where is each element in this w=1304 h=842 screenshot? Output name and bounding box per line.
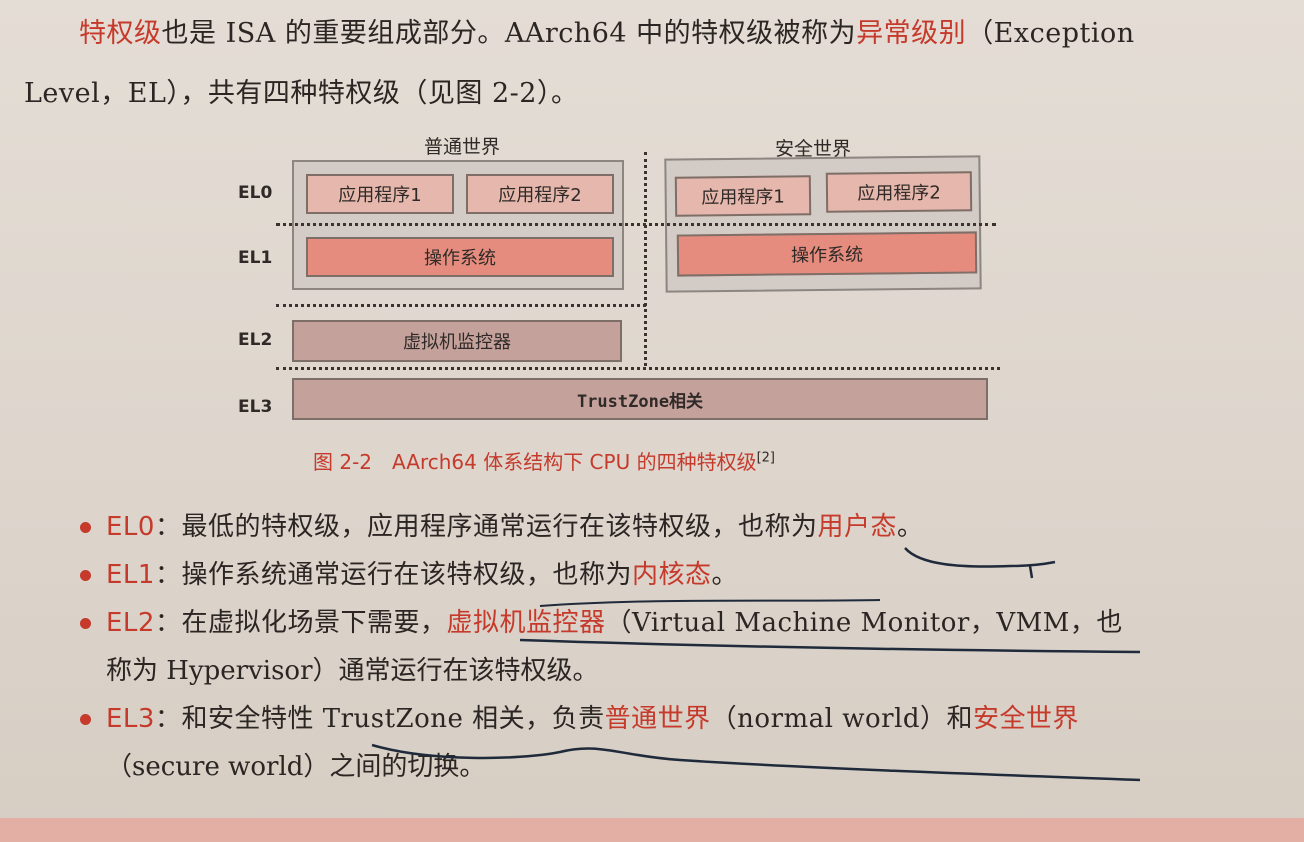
trustzone-box: TrustZone相关 bbox=[292, 378, 988, 420]
el1-el2-separator bbox=[276, 304, 646, 307]
term-kernel-mode: 内核态 bbox=[631, 560, 712, 590]
el2-label: EL2 bbox=[238, 330, 273, 350]
intro-text-2: （Exception bbox=[966, 18, 1135, 49]
list-item-el1: EL1：操作系统通常运行在该特权级，也称为内核态。 bbox=[80, 551, 1280, 599]
term-hypervisor: 虚拟机监控器 bbox=[446, 608, 606, 638]
bullet-text: （Virtual Machine Monitor，VMM，也 bbox=[605, 608, 1123, 638]
intro-line-1: 特权级也是 ISA 的重要组成部分。AArch64 中的特权级被称为异常级别（E… bbox=[24, 4, 1264, 64]
el0-el1-separator bbox=[276, 223, 996, 226]
privilege-level-figure: 普通世界 安全世界 EL0 EL1 EL2 EL3 应用程序1 应用程序2 应用… bbox=[238, 136, 1000, 474]
el3-label: EL3 bbox=[238, 397, 273, 417]
bullet-dot bbox=[80, 522, 91, 533]
bullet-head: EL1 bbox=[106, 560, 155, 590]
list-item-el2-continuation: 称为 Hypervisor）通常运行在该特权级。 bbox=[106, 656, 599, 686]
bullet-text: 。 bbox=[711, 560, 739, 590]
caption-text: 图 2-2 AArch64 体系结构下 CPU 的四种特权级 bbox=[313, 450, 757, 474]
term-secure-world: 安全世界 bbox=[973, 704, 1080, 734]
list-item-el0: EL0：最低的特权级，应用程序通常运行在该特权级，也称为用户态。 bbox=[80, 503, 1280, 551]
term-user-mode: 用户态 bbox=[817, 512, 897, 542]
bullet-text: ：操作系统通常运行在该特权级，也称为 bbox=[154, 560, 632, 590]
bullet-text: ：和安全特性 TrustZone 相关，负责 bbox=[154, 704, 605, 734]
bullet-dot bbox=[80, 570, 91, 581]
list-item-el2: EL2：在虚拟化场景下需要，虚拟机监控器（Virtual Machine Mon… bbox=[80, 599, 1280, 647]
secure-app2-box: 应用程序2 bbox=[825, 171, 973, 213]
el-bullet-list: EL0：最低的特权级，应用程序通常运行在该特权级，也称为用户态。 EL1：操作系… bbox=[80, 503, 1280, 791]
bullet-dot bbox=[80, 714, 91, 725]
figure-caption: 图 2-2 AArch64 体系结构下 CPU 的四种特权级[2] bbox=[313, 446, 775, 475]
world-divider bbox=[644, 152, 647, 366]
list-item-el3-continuation: （secure world）之间的切换。 bbox=[106, 752, 486, 782]
el0-label: EL0 bbox=[238, 183, 273, 203]
bullet-text: ：最低的特权级，应用程序通常运行在该特权级，也称为 bbox=[154, 512, 818, 542]
normal-world-title: 普通世界 bbox=[424, 136, 501, 158]
bullet-head: EL0 bbox=[106, 512, 155, 542]
term-exception-level: 异常级别 bbox=[856, 18, 967, 49]
bullet-text: ：在虚拟化场景下需要， bbox=[154, 608, 447, 638]
page-bottom-band bbox=[0, 818, 1304, 842]
intro-line-2: Level，EL），共有四种特权级（见图 2-2）。 bbox=[24, 78, 579, 109]
normal-os-box: 操作系统 bbox=[306, 237, 614, 277]
bullet-text: 。 bbox=[897, 512, 924, 542]
secure-world-title: 安全世界 bbox=[775, 138, 852, 160]
secure-os-box: 操作系统 bbox=[676, 231, 978, 277]
bullet-head: EL2 bbox=[106, 608, 155, 638]
term-normal-world: 普通世界 bbox=[604, 704, 711, 734]
el1-label: EL1 bbox=[238, 248, 273, 268]
hypervisor-box: 虚拟机监控器 bbox=[292, 320, 622, 362]
term-privilege-level: 特权级 bbox=[79, 18, 162, 49]
bullet-text: （normal world）和 bbox=[710, 704, 974, 734]
bullet-dot bbox=[80, 618, 91, 629]
el2-el3-separator bbox=[276, 367, 1000, 370]
secure-app1-box: 应用程序1 bbox=[674, 175, 812, 217]
bullet-head: EL3 bbox=[106, 704, 155, 734]
normal-app2-box: 应用程序2 bbox=[466, 174, 614, 214]
list-item-el3: EL3：和安全特性 TrustZone 相关，负责普通世界（normal wor… bbox=[80, 695, 1280, 743]
intro-text-1: 也是 ISA 的重要组成部分。AArch64 中的特权级被称为 bbox=[161, 18, 857, 49]
caption-ref: [2] bbox=[756, 450, 776, 466]
normal-app1-box: 应用程序1 bbox=[306, 174, 454, 214]
intro-paragraph: 特权级也是 ISA 的重要组成部分。AArch64 中的特权级被称为异常级别（E… bbox=[24, 4, 1264, 124]
